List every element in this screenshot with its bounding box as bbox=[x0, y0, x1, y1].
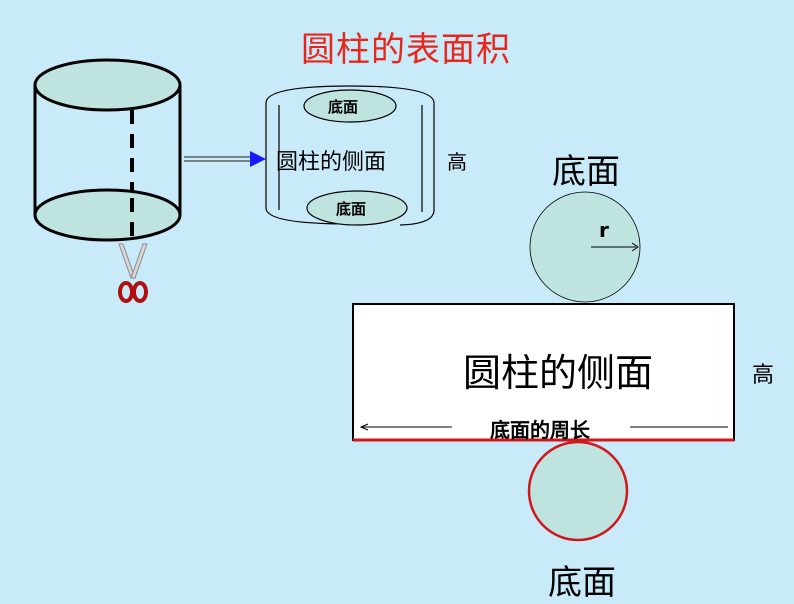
rolled-height-label: 高 bbox=[447, 150, 467, 174]
net-bottom-circle bbox=[527, 440, 629, 542]
cylinder-top-face bbox=[33, 58, 182, 112]
cylinder-bottom-face bbox=[33, 188, 182, 242]
net-bottom-circle-label: 底面 bbox=[548, 563, 616, 603]
net-top-circle-label: 底面 bbox=[552, 152, 620, 192]
net-top-circle bbox=[529, 191, 641, 303]
perimeter-label: 底面的周长 bbox=[490, 418, 590, 442]
rolled-bottom-label: 底面 bbox=[336, 200, 367, 218]
rolled-side-label: 圆柱的侧面 bbox=[276, 150, 387, 175]
rolled-top-label: 底面 bbox=[328, 98, 359, 116]
rolled-bottom-face bbox=[306, 190, 408, 226]
net-rect-label: 圆柱的侧面 bbox=[463, 351, 654, 395]
page-title: 圆柱的表面积 bbox=[301, 30, 511, 70]
radius-label: r bbox=[599, 218, 609, 242]
net-side-rectangle bbox=[352, 303, 735, 441]
net-height-label: 高 bbox=[752, 363, 775, 388]
rolled-top-face bbox=[303, 89, 397, 123]
